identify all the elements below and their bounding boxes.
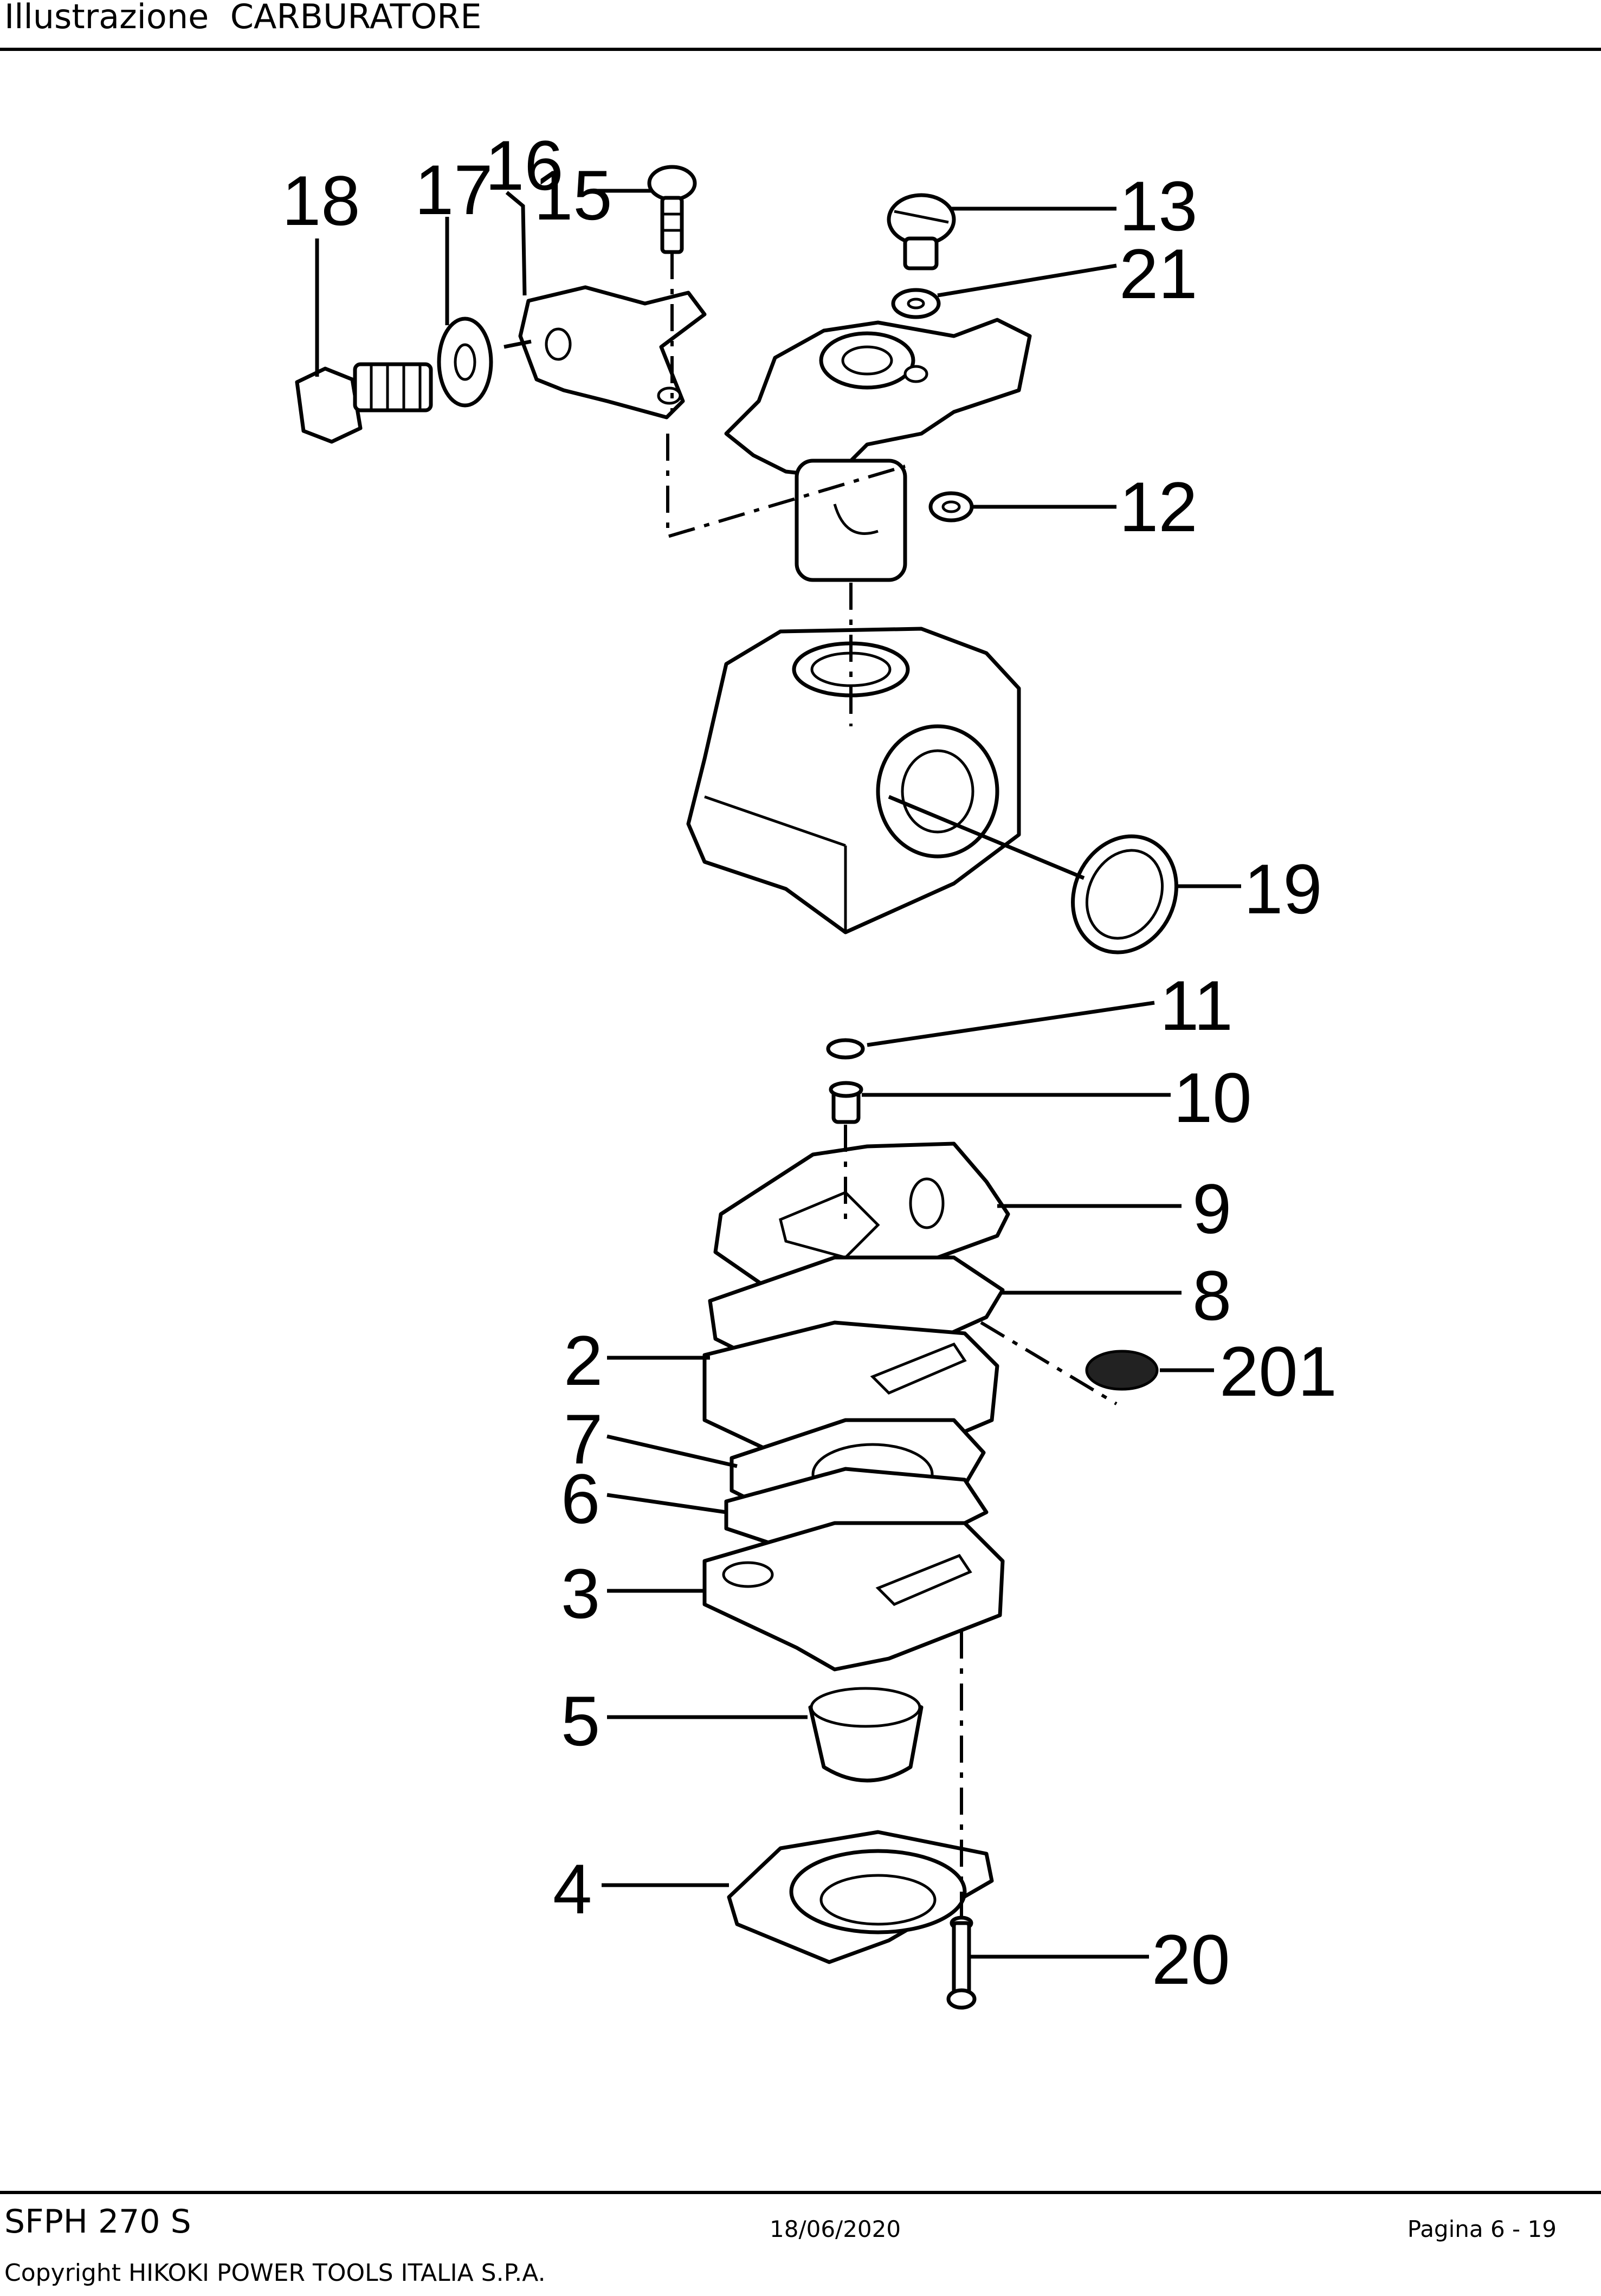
callout-2: 2 (564, 1321, 603, 1400)
callout-9: 9 (1192, 1169, 1231, 1248)
model-name: SFPH 270 S (4, 2203, 191, 2241)
part-20-screw (946, 1916, 977, 2010)
title-section: CARBURATORE (230, 0, 482, 36)
callout-7: 7 (564, 1399, 603, 1479)
callout-15: 15 (534, 156, 612, 235)
callout-20: 20 (1152, 1920, 1230, 1999)
callout-5: 5 (561, 1681, 600, 1760)
part-17-nut (437, 317, 493, 408)
part-5-cup (808, 1687, 924, 1783)
title-label: Illustrazione (4, 0, 209, 36)
page-number: Pagina 6 - 19 (1407, 2216, 1557, 2242)
copyright: Copyright HIKOKI POWER TOOLS ITALIA S.P.… (4, 2259, 546, 2287)
callout-201: 201 (1219, 1332, 1337, 1411)
page-title: Illustrazione CARBURATORE (4, 0, 482, 36)
callout-6: 6 (561, 1459, 600, 1538)
part-21-washer (891, 288, 941, 319)
part-201-screen (1085, 1350, 1159, 1391)
callout-16: 16 (485, 126, 564, 205)
part-18-fitting (295, 362, 433, 444)
callout-labels: 18 17 16 15 13 21 12 19 11 10 9 8 201 2 … (282, 126, 1337, 1999)
part-4-cover (727, 1830, 994, 1964)
part-12-clip (928, 491, 974, 523)
callout-10: 10 (1173, 1058, 1252, 1137)
footer-rule (0, 2191, 1601, 2194)
leader-lines (315, 189, 1241, 1959)
part-10-needle-valve (829, 1081, 863, 1124)
part-16-bracket (518, 285, 707, 420)
part-11-washer (826, 1038, 865, 1060)
callout-19: 19 (1244, 849, 1322, 928)
part-19-ring (1071, 834, 1178, 954)
part-throttle-lever (724, 318, 1032, 582)
print-date: 18/06/2020 (770, 2216, 901, 2242)
callout-13: 13 (1119, 166, 1198, 246)
callout-4: 4 (553, 1849, 592, 1929)
part-13-screw (887, 193, 956, 270)
header-rule (0, 48, 1601, 51)
callout-11: 11 (1160, 966, 1233, 1045)
callout-3: 3 (561, 1554, 600, 1633)
part-3-body (702, 1521, 1005, 1672)
callout-21: 21 (1119, 234, 1198, 313)
callout-17: 17 (415, 150, 493, 229)
part-15-screw (647, 165, 697, 254)
assembly-lines (503, 252, 1118, 1919)
callout-12: 12 (1119, 467, 1198, 546)
callout-8: 8 (1192, 1256, 1231, 1335)
callout-18: 18 (282, 161, 360, 240)
part-carburetor-body (686, 627, 1021, 934)
